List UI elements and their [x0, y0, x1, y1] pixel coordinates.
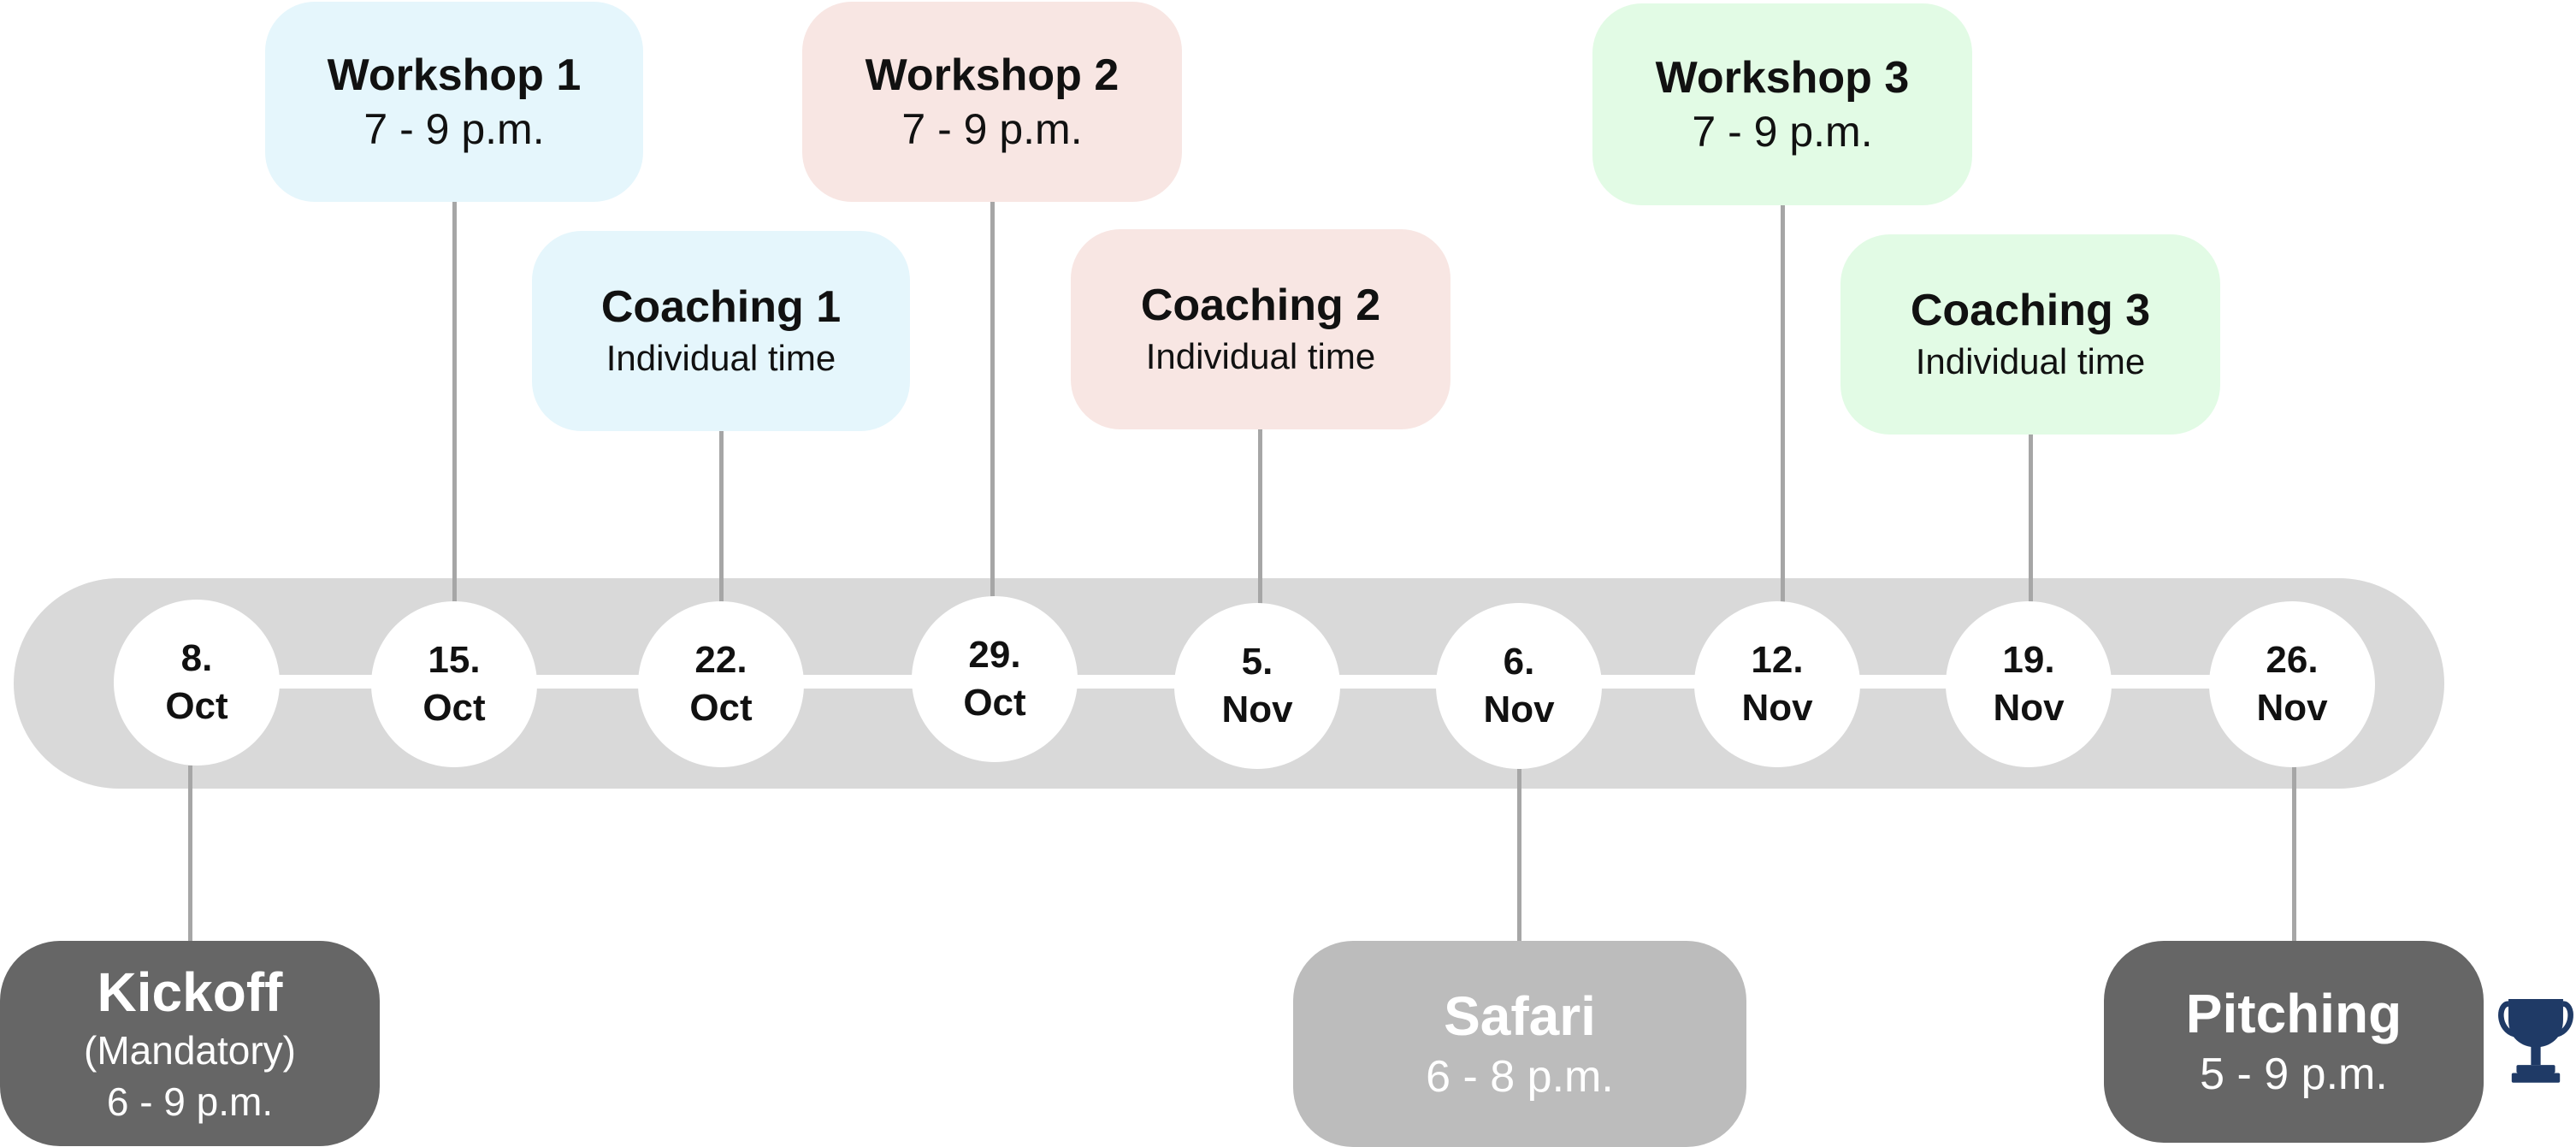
date-day: 12. [1751, 639, 1804, 681]
workshop-3-box: Workshop 3 7 - 9 p.m. [1592, 3, 1972, 205]
date-day: 19. [2002, 639, 2055, 681]
coaching-3-box: Coaching 3 Individual time [1840, 234, 2220, 435]
event-title: Coaching 2 [1140, 281, 1381, 330]
connector-workshop-2 [990, 202, 995, 606]
date-day: 5. [1241, 641, 1273, 683]
date-oct-29: 29. Oct [912, 596, 1078, 762]
date-nov-19: 19. Nov [1946, 601, 2112, 767]
date-oct-15: 15. Oct [371, 601, 537, 767]
date-month: Oct [422, 687, 486, 729]
date-nov-26: 26. Nov [2209, 601, 2375, 767]
event-subtitle: Individual time [606, 338, 836, 378]
event-title: Safari [1444, 984, 1596, 1047]
event-subtitle: Individual time [1145, 336, 1376, 376]
connector-coaching-2 [1258, 429, 1262, 606]
event-title: Kickoff [97, 961, 283, 1023]
date-day: 6. [1503, 641, 1535, 683]
date-month: Nov [1221, 689, 1293, 730]
date-nov-5: 5. Nov [1174, 603, 1340, 769]
event-time: 6 - 9 p.m. [106, 1079, 274, 1124]
date-day: 15. [428, 639, 481, 681]
event-time: 7 - 9 p.m. [901, 105, 1083, 153]
kickoff-box: Kickoff (Mandatory) 6 - 9 p.m. [0, 941, 380, 1146]
event-title: Workshop 2 [865, 50, 1120, 100]
connector-pitching [2292, 766, 2296, 942]
event-time: 6 - 8 p.m. [1426, 1051, 1614, 1102]
date-month: Nov [1741, 687, 1813, 729]
event-note: (Mandatory) [84, 1028, 296, 1073]
date-day: 22. [694, 639, 747, 681]
date-month: Oct [963, 682, 1026, 724]
date-oct-22: 22. Oct [638, 601, 804, 767]
connector-safari [1517, 766, 1521, 942]
pitching-box: Pitching 5 - 9 p.m. [2104, 941, 2484, 1143]
workshop-1-box: Workshop 1 7 - 9 p.m. [265, 2, 643, 202]
date-nov-6: 6. Nov [1436, 603, 1602, 769]
date-day: 29. [968, 634, 1021, 676]
date-day: 8. [180, 637, 213, 679]
connector-kickoff [188, 766, 192, 942]
event-time: 7 - 9 p.m. [1692, 108, 1873, 156]
event-time: 5 - 9 p.m. [2200, 1049, 2388, 1099]
date-month: Nov [1483, 689, 1555, 730]
date-month: Nov [1993, 687, 2065, 729]
coaching-2-box: Coaching 2 Individual time [1071, 229, 1450, 429]
date-month: Nov [2256, 687, 2328, 729]
event-title: Workshop 3 [1655, 53, 1910, 103]
event-title: Coaching 3 [1910, 286, 2151, 335]
connector-coaching-1 [719, 431, 724, 606]
date-nov-12: 12. Nov [1694, 601, 1860, 767]
coaching-1-box: Coaching 1 Individual time [532, 231, 910, 431]
connector-workshop-1 [452, 202, 457, 606]
event-time: 7 - 9 p.m. [363, 105, 545, 153]
workshop-2-box: Workshop 2 7 - 9 p.m. [802, 2, 1182, 202]
trophy-icon [2498, 999, 2573, 1083]
event-title: Workshop 1 [327, 50, 582, 100]
event-title: Pitching [2185, 983, 2402, 1044]
connector-coaching-3 [2029, 435, 2033, 606]
connector-workshop-3 [1781, 205, 1785, 606]
event-title: Coaching 1 [600, 282, 842, 332]
date-month: Oct [689, 687, 753, 729]
date-oct-8: 8. Oct [114, 600, 280, 766]
safari-box: Safari 6 - 8 p.m. [1293, 941, 1746, 1147]
event-subtitle: Individual time [1915, 341, 2146, 381]
date-day: 26. [2266, 639, 2319, 681]
date-month: Oct [165, 685, 228, 727]
